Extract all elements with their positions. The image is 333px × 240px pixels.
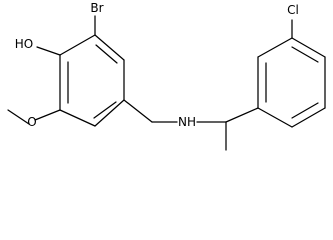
ring-a-bond-4 xyxy=(59,109,96,127)
bond-c-oh xyxy=(36,46,61,56)
ring-b xyxy=(257,37,326,128)
bond-c-o-methoxy xyxy=(34,109,61,121)
ring-b-bond-2 xyxy=(257,37,293,58)
ring-a-double-2 xyxy=(93,101,117,119)
ring-a-bond-3 xyxy=(94,99,125,127)
ring-a xyxy=(59,34,125,127)
ring-b-bond-5 xyxy=(291,107,326,128)
atom-label-nh: NH xyxy=(178,115,196,129)
structure-diagram: Br HO O NH Cl xyxy=(7,1,326,151)
ring-a-bond-1 xyxy=(94,34,125,61)
ring-b-double-3 xyxy=(291,102,319,119)
ring-a-bond-6 xyxy=(59,34,96,56)
ring-b-bond-3 xyxy=(291,37,326,58)
atom-label-cl: Cl xyxy=(287,3,299,17)
atom-label-oh: HO xyxy=(15,37,33,51)
bond-ch-ring-b xyxy=(225,107,259,123)
ring-b-bond-6 xyxy=(257,107,293,128)
ring-b-double-2 xyxy=(291,46,319,63)
bond-ring-ch2 xyxy=(123,99,153,123)
ring-a-double-1 xyxy=(95,44,118,64)
atom-label-br: Br xyxy=(90,1,103,15)
atom-label-o-methoxy: O xyxy=(27,115,36,129)
bond-o-ch3 xyxy=(7,109,30,125)
